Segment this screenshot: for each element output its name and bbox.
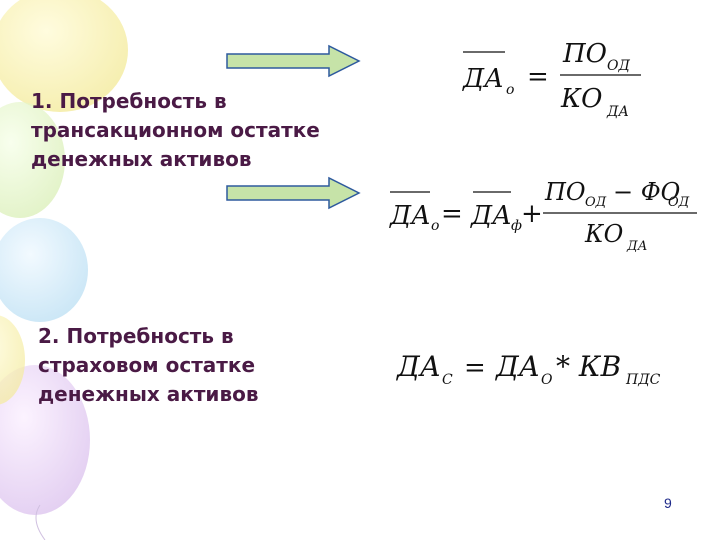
- svg-text:ДА: ДА: [395, 350, 441, 383]
- arrow-right-icon: [226, 44, 361, 78]
- svg-text:ПО: ПО: [562, 39, 607, 69]
- svg-text:ДА: ДА: [470, 201, 512, 231]
- svg-text:ДА: ДА: [626, 239, 647, 254]
- transaction-balance-label: 1. Потребность в трансакционном остатке …: [31, 89, 320, 171]
- formula-transaction-balance: ДА о = ПО ОД КО ДА: [462, 39, 641, 120]
- svg-text:ф: ф: [511, 218, 522, 234]
- svg-text:=: =: [464, 353, 486, 383]
- svg-text:=: =: [527, 62, 549, 92]
- safety-balance-label: 2. Потребность в страховом остатке денеж…: [38, 324, 259, 406]
- svg-text:С: С: [442, 372, 453, 388]
- svg-text:ПДС: ПДС: [625, 372, 661, 388]
- formula-safety-balance: ДА С = ДА О * КВ ПДС: [395, 350, 661, 388]
- svg-text:о: о: [431, 218, 439, 234]
- svg-text:ДА: ДА: [606, 104, 629, 120]
- svg-text:ДА: ДА: [462, 64, 504, 94]
- page-number: 9: [664, 495, 672, 511]
- svg-text:ОД: ОД: [585, 195, 607, 210]
- svg-text:ОД: ОД: [607, 58, 630, 74]
- formula-transaction-balance-adjusted: ДА о = ДА ф + ПО ОД − ФО ОД КО ДА: [389, 178, 697, 254]
- svg-text:ДА: ДА: [494, 350, 540, 383]
- svg-text:КО: КО: [560, 84, 602, 114]
- svg-text:+: +: [521, 199, 543, 229]
- svg-text:ДА: ДА: [389, 201, 431, 231]
- svg-text:ПО: ПО: [544, 178, 586, 206]
- svg-text:О: О: [541, 372, 553, 388]
- svg-text:=: =: [441, 199, 463, 229]
- arrow-right-icon: [226, 176, 361, 210]
- svg-text:о: о: [506, 82, 514, 98]
- svg-text:* КВ: * КВ: [556, 350, 621, 383]
- svg-text:− ФО: − ФО: [613, 178, 681, 206]
- svg-text:КО: КО: [584, 220, 624, 248]
- svg-text:ОД: ОД: [668, 195, 690, 210]
